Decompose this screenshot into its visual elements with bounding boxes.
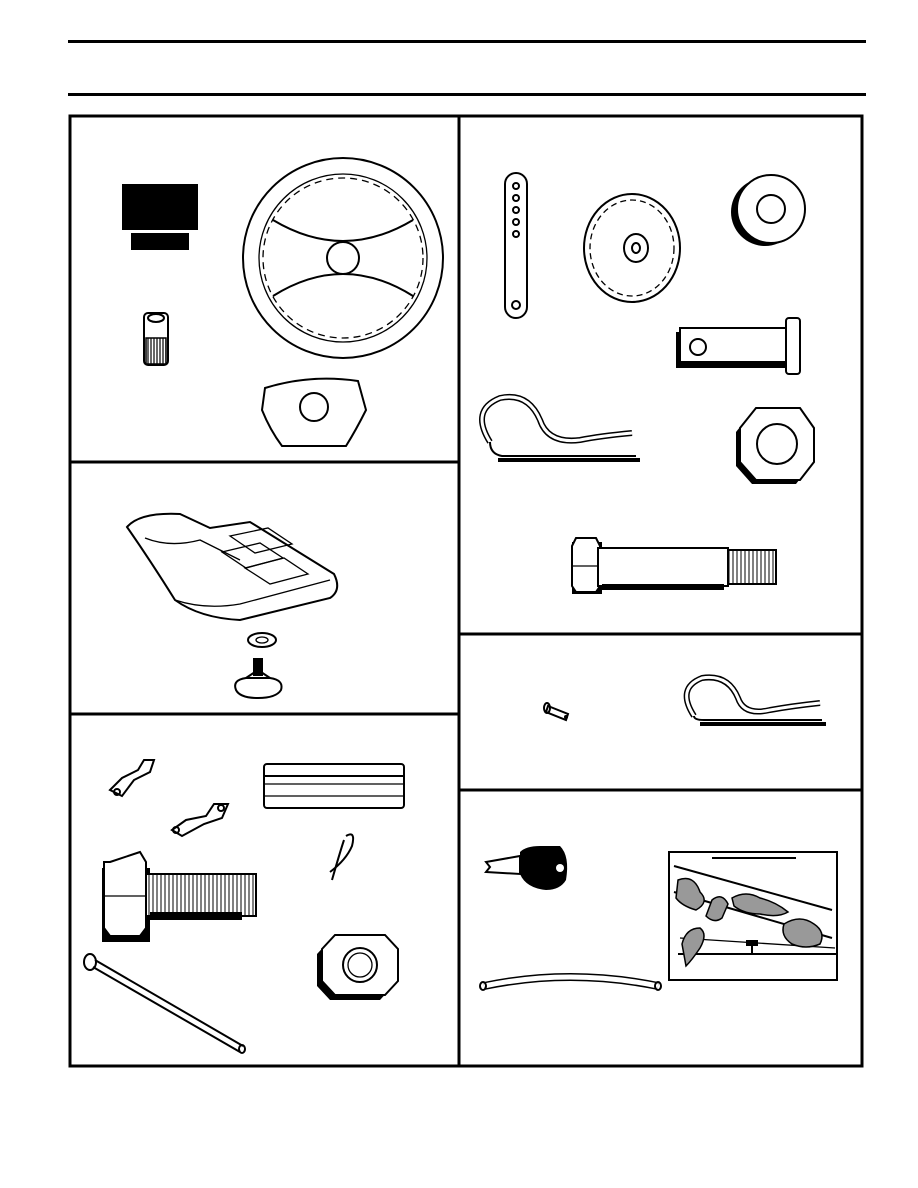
hairpin-clip-icon bbox=[687, 677, 826, 724]
steering-wheel-kit-panel bbox=[122, 158, 443, 446]
spacer-icon bbox=[731, 175, 805, 246]
steering-wheel-icon bbox=[243, 158, 443, 358]
label-strip-icon bbox=[264, 764, 404, 808]
hairpin-clip-icon bbox=[330, 834, 353, 880]
washer-icon bbox=[248, 633, 276, 647]
gauge-wheel-icon bbox=[584, 194, 680, 302]
emblem-icon bbox=[122, 184, 198, 250]
hex-nut-icon bbox=[317, 935, 398, 1000]
gauge-wheel-kit-panel bbox=[482, 173, 814, 594]
seat-icon bbox=[127, 514, 337, 620]
small-pin-icon bbox=[544, 703, 568, 720]
shoulder-bolt-icon bbox=[572, 538, 776, 594]
adapter-icon bbox=[144, 313, 168, 365]
hex-nut-icon bbox=[736, 408, 814, 484]
wing-knob-icon bbox=[235, 658, 281, 698]
decal-sheet-icon bbox=[669, 852, 837, 980]
hose-icon bbox=[480, 977, 661, 990]
rod-icon bbox=[84, 954, 245, 1053]
ignition-key-icon bbox=[486, 846, 567, 890]
hardware-kit-panel bbox=[84, 760, 404, 1053]
seat-kit-panel bbox=[127, 514, 337, 698]
bolt-icon bbox=[102, 852, 256, 942]
steering-cover-icon bbox=[262, 379, 366, 446]
hitch-pin-clip-icon bbox=[482, 397, 640, 460]
pin-clip-kit-panel bbox=[544, 677, 826, 724]
adjuster-strap-icon bbox=[505, 173, 527, 318]
bracket-icon bbox=[110, 760, 154, 796]
clevis-pin-icon bbox=[676, 318, 800, 374]
key-and-decal-kit-panel bbox=[480, 846, 837, 990]
bracket-icon bbox=[172, 804, 228, 836]
